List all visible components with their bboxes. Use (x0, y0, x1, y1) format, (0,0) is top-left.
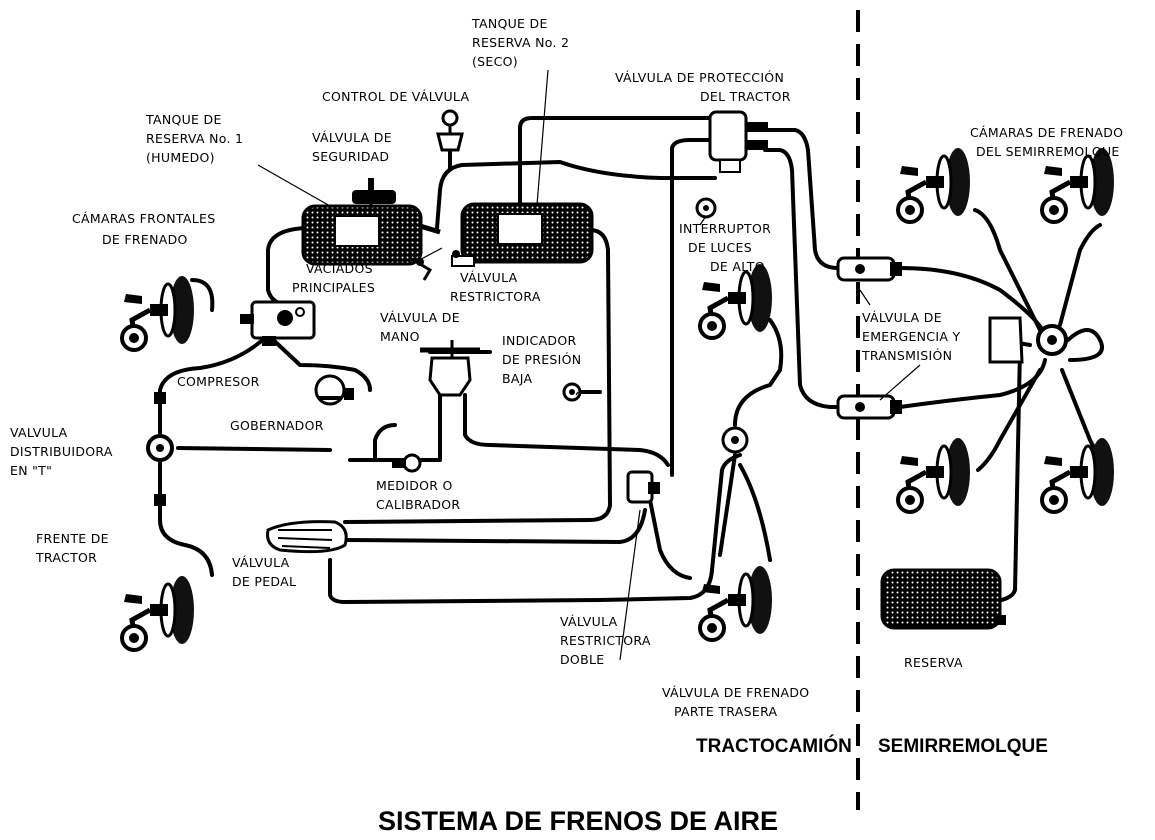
label-governor: GOBERNADOR (230, 418, 324, 433)
label-tractor-protection: VÁLVULA DE PROTECCIÓN DEL TRACTOR (615, 70, 791, 104)
tee-valve-line-1: VALVULA (10, 425, 68, 440)
tank1-line-1: TANQUE DE (145, 112, 222, 127)
rear-brake-line-2: PARTE TRASERA (674, 704, 778, 719)
double-restrictor-valve-icon (626, 470, 660, 504)
label-valve-control: CONTROL DE VÁLVULA (322, 89, 469, 104)
label-compressor: COMPRESOR (177, 374, 260, 389)
label-tank2: TANQUE DE RESERVA No. 2 (SECO) (471, 16, 569, 69)
stop-light-line-3: DE ALTO (710, 259, 765, 274)
compressor-icon (240, 300, 316, 346)
stop-light-switch-icon (695, 197, 717, 219)
safety-valve-icon (352, 178, 396, 208)
low-pressure-line-1: INDICADOR (502, 333, 576, 348)
label-rear-brake: VÁLVULA DE FRENADO PARTE TRASERA (662, 685, 809, 719)
section-tractor: TRACTOCAMIÓN (696, 735, 852, 757)
drains-line-1: VACIADOS (306, 261, 373, 276)
front-chambers-line-1: CÁMARAS FRONTALES (72, 211, 215, 226)
valve-control-icon (436, 109, 464, 170)
tank2-line-2: RESERVA No. 2 (472, 35, 569, 50)
tractor-protection-valve-icon (708, 110, 768, 173)
governor-icon (314, 374, 354, 406)
rear-brake-line-1: VÁLVULA DE FRENADO (662, 685, 809, 700)
gauge-line-2: CALIBRADOR (376, 497, 460, 512)
rear-brake-valve-icon (721, 426, 749, 454)
diagram-title: SISTEMA DE FRENOS DE AIRE (378, 806, 778, 836)
label-emergency: VÁLVULA DE EMERGENCIA Y TRANSMISIÓN (861, 310, 960, 363)
emergency-line-1: VÁLVULA DE (862, 310, 942, 325)
gauge-line-1: MEDIDOR O (376, 478, 453, 493)
trailer-brake-chamber-1-icon (898, 148, 970, 222)
front-left-lower-brake-chamber-icon (122, 576, 194, 650)
reserve-tank-2 (460, 202, 594, 264)
safety-valve-line-1: VÁLVULA DE (312, 130, 392, 145)
trailer-chambers-line-1: CÁMARAS DE FRENADO (970, 125, 1123, 140)
tractor-front-line-1: FRENTE DE (36, 531, 109, 546)
drain-valve-icon (409, 223, 441, 281)
label-drains: VACIADOS PRINCIPALES (292, 261, 375, 295)
trailer-relay-valve-icon (988, 316, 1068, 364)
low-pressure-line-2: DE PRESIÓN (502, 352, 581, 367)
trailer-brake-chamber-4-icon (1042, 438, 1114, 512)
label-tractor-front: FRENTE DE TRACTOR (35, 531, 109, 565)
tee-valve-icon (146, 392, 174, 506)
trailer-brake-chamber-3-icon (898, 438, 970, 512)
front-chambers-line-2: DE FRENADO (102, 232, 188, 247)
emergency-relay-valve-lower-icon (836, 394, 902, 420)
restrictor-valve-icon (451, 250, 475, 267)
label-trailer-chambers: CÁMARAS DE FRENADO DEL SEMIRREMOLQUE (970, 125, 1123, 159)
reserve-tank-1 (301, 204, 423, 266)
label-gauge: MEDIDOR O CALIBRADOR (376, 478, 460, 512)
trailer-reserve-tank (880, 568, 1006, 630)
label-stop-light: INTERRUPTOR DE LUCES DE ALTO (679, 221, 771, 274)
tank1-line-2: RESERVA No. 1 (146, 131, 243, 146)
emergency-relay-valve-upper-icon (836, 256, 902, 282)
double-restrictor-line-3: DOBLE (560, 652, 604, 667)
pedal-valve-line-1: VÁLVULA (232, 555, 290, 570)
label-reserve: RESERVA (904, 655, 963, 670)
low-pressure-indicator-icon (562, 382, 582, 402)
label-front-chambers: CÁMARAS FRONTALES DE FRENADO (72, 211, 215, 247)
emergency-line-2: EMERGENCIA Y (862, 329, 960, 344)
tee-valve-line-2: DISTRIBUIDORA (10, 444, 113, 459)
low-pressure-line-3: BAJA (502, 371, 532, 386)
leader-lines (257, 69, 921, 661)
restrictor-line-2: RESTRICTORA (450, 289, 541, 304)
label-tank1: TANQUE DE RESERVA No. 1 (HUMEDO) (145, 112, 243, 165)
drains-line-2: PRINCIPALES (292, 280, 375, 295)
tractor-protection-line-2: DEL TRACTOR (700, 89, 791, 104)
emergency-line-3: TRANSMISIÓN (861, 348, 952, 363)
section-trailer: SEMIRREMOLQUE (878, 736, 1048, 757)
tank1-line-3: (HUMEDO) (146, 150, 215, 165)
tank2-line-3: (SECO) (472, 54, 518, 69)
pedal-valve-line-2: DE PEDAL (232, 574, 296, 589)
trailer-chambers-line-2: DEL SEMIRREMOLQUE (976, 144, 1120, 159)
tee-valve-line-3: EN "T" (10, 463, 52, 478)
label-low-pressure: INDICADOR DE PRESIÓN BAJA (502, 333, 581, 386)
trailer-brake-chamber-2-icon (1042, 148, 1114, 222)
double-restrictor-line-2: RESTRICTORA (560, 633, 651, 648)
label-tee-valve: VALVULA DISTRIBUIDORA EN "T" (10, 425, 113, 478)
tractor-protection-line-1: VÁLVULA DE PROTECCIÓN (615, 70, 784, 85)
stop-light-line-2: DE LUCES (688, 240, 752, 255)
label-safety-valve: VÁLVULA DE SEGURIDAD (312, 130, 392, 164)
rear-upper-brake-chamber-icon (700, 264, 772, 338)
front-left-upper-brake-chamber-icon (122, 276, 194, 350)
double-restrictor-line-1: VÁLVULA (560, 614, 618, 629)
label-double-restrictor: VÁLVULA RESTRICTORA DOBLE (560, 614, 651, 667)
hand-valve-line-2: MANO (380, 329, 420, 344)
restrictor-line-1: VÁLVULA (460, 270, 518, 285)
label-pedal-valve: VÁLVULA DE PEDAL (232, 555, 296, 589)
stop-light-line-1: INTERRUPTOR (679, 221, 771, 236)
hand-valve-line-1: VÁLVULA DE (380, 310, 460, 325)
label-restrictor: VÁLVULA RESTRICTORA (450, 270, 541, 304)
safety-valve-line-2: SEGURIDAD (312, 149, 389, 164)
tractor-front-line-2: TRACTOR (35, 550, 97, 565)
pedal-valve-icon (266, 520, 348, 554)
tank2-line-1: TANQUE DE (471, 16, 548, 31)
hand-valve-icon (420, 340, 480, 397)
label-hand-valve: VÁLVULA DE MANO (380, 310, 460, 344)
gauge-icon (392, 453, 422, 473)
